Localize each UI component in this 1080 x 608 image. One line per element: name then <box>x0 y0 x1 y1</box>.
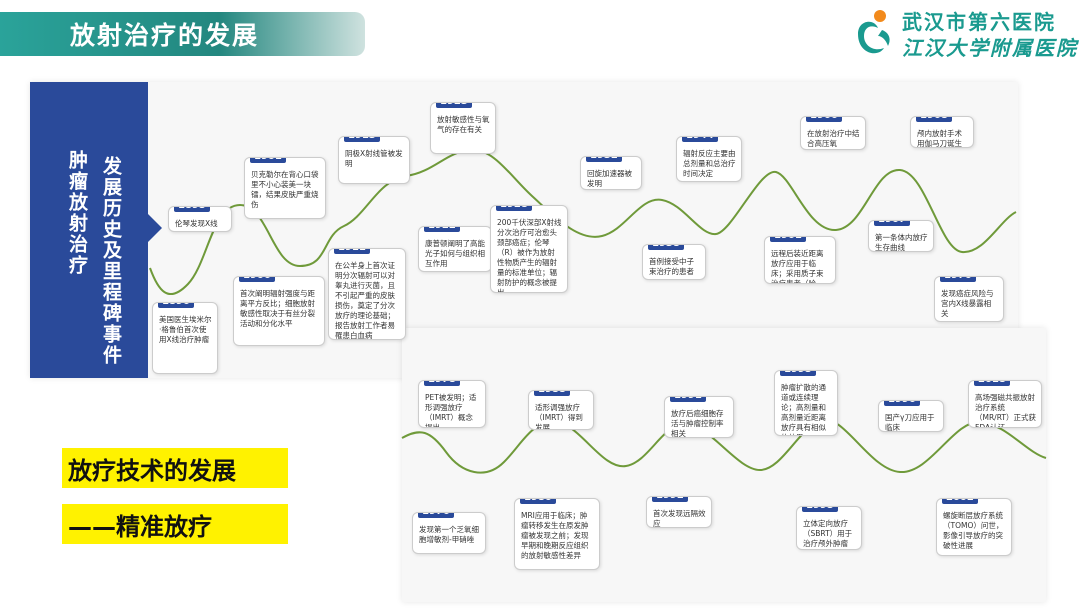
milestone-year-badge: 1961 <box>770 237 806 242</box>
milestone-card: 1978PET被发明；适形调强放疗（IMRT）概念提出 <box>418 380 486 428</box>
milestone-card: 1932 回旋加速器被发明 <box>580 156 642 190</box>
milestone-year-badge: 1913 <box>344 137 380 142</box>
side-label-radiotherapy: 肿瘤放射治疗 <box>66 150 88 276</box>
milestone-card: 1980MRI应用于临床；肿瘤转移发生在原发肿瘤被发现之前；发现早期和晚期反应组… <box>514 498 600 570</box>
milestone-text: 放射敏感性与氧气的存在有关 <box>437 115 490 134</box>
milestone-card: 1966 在放射治疗中结合高压氧 <box>800 116 866 150</box>
tech-heading: 放疗技术的发展 <box>68 457 236 485</box>
milestone-card: 1976 发现第一个乏氧细胞增敏剂-甲硝唑 <box>412 512 486 554</box>
milestone-year-badge: 1966 <box>806 117 842 122</box>
milestone-year-badge: 1991 <box>670 397 706 402</box>
slide-title: 放射治疗的发展 <box>70 21 260 50</box>
milestone-year-badge: 1901 <box>250 158 286 163</box>
milestone-text: 美国医生埃米尔·格鲁伯首次使用X线治疗肿瘤 <box>159 315 212 344</box>
side-label-bar <box>30 82 148 378</box>
milestone-year-badge: 2002 <box>942 499 978 504</box>
milestone-card: 1923 放射敏感性与氧气的存在有关 <box>430 102 496 154</box>
milestone-card: 2018 高场强磁共振放射治疗系统（MR/RT）正式获FDA认证 <box>968 380 1042 428</box>
milestone-card: 1913 阴极X射线管被发明 <box>338 136 410 184</box>
milestone-year-badge: 1978 <box>424 381 460 386</box>
milestone-year-badge: 1995 <box>780 371 816 376</box>
tech-subheading: ——精准放疗 <box>68 513 212 541</box>
milestone-year-badge: 1970 <box>940 277 976 282</box>
milestone-year-badge: 1968 <box>916 117 952 122</box>
timeline-panel-technology <box>402 328 1046 602</box>
milestone-year-badge: 1932 <box>586 157 622 162</box>
milestone-year-badge: 1938 <box>648 245 684 250</box>
milestone-text: 远程后装近距离放疗应用于临床；采用质子束治疗患者（哈弗/MGH） <box>771 249 824 284</box>
milestone-card: 1922 康普顿阐明了高能光子如何与组织相互作用 <box>418 226 492 272</box>
milestone-year-badge: 1895 <box>174 207 210 212</box>
milestone-text: PET被发明；适形调强放疗（IMRT）概念提出 <box>425 393 477 428</box>
milestone-card: 1995 立体定向放疗（SBRT）用于治疗颅外肿瘤 <box>796 506 862 550</box>
milestone-year-badge: 1996 <box>884 401 920 406</box>
milestone-text: 康普顿阐明了高能光子如何与组织相互作用 <box>425 239 485 268</box>
milestone-text: 放疗后癌细胞存活与肿瘤控制率相关 <box>671 409 724 438</box>
milestone-text: 伦琴发现X线 <box>175 219 218 228</box>
milestone-card: 1901 贝克勒尔在背心口袋里不小心装美一块镭，结果皮肤严重烧伤 <box>244 157 326 219</box>
milestone-year-badge: 1995 <box>802 507 838 512</box>
milestone-text: 国产γ刀应用于临床 <box>885 413 935 432</box>
milestone-year-badge: 1980 <box>520 499 556 504</box>
milestone-text: 第一条体内放疗生存曲线 <box>875 233 928 252</box>
milestone-card: 1896 美国医生埃米尔·格鲁伯首次使用X线治疗肿瘤 <box>152 302 218 374</box>
milestone-year-badge: 1896 <box>158 303 194 308</box>
hospital-name: 武汉市第六医院 <box>902 10 1056 34</box>
milestone-card: 1995 肿瘤扩散的通道或连续理论；高剂量和高剂量近距离放疗具有相似的效果 <box>774 370 838 436</box>
milestone-text: 在放射治疗中结合高压氧 <box>807 129 860 148</box>
milestone-text: 高场强磁共振放射治疗系统（MR/RT）正式获FDA认证 <box>975 393 1036 428</box>
milestone-card: 1996 国产γ刀应用于临床 <box>878 400 944 432</box>
milestone-card: 2002 螺旋断层放疗系统（TOMO）问世，影像引导放疗的突破性进展 <box>936 498 1012 556</box>
milestone-text: 首次阐明辐射强度与距离平方反比；细胞放射敏感性取决于有丝分裂活动和分化水平 <box>240 289 315 328</box>
milestone-text: 回旋加速器被发明 <box>587 169 632 188</box>
milestone-card: 1988 适形调强放疗（IMRT）得到发展 <box>528 390 594 430</box>
milestone-year-badge: 1906 <box>239 277 275 282</box>
milestone-text: 立体定向放疗（SBRT）用于治疗颅外肿瘤 <box>803 519 853 548</box>
milestone-card: 1895 伦琴发现X线 <box>168 206 232 232</box>
milestone-year-badge: 1992 <box>652 497 688 502</box>
milestone-text: 适形调强放疗（IMRT）得到发展 <box>535 403 583 430</box>
milestone-card: 1991 放疗后癌细胞存活与肿瘤控制率相关 <box>664 396 734 438</box>
milestone-text: 肿瘤扩散的通道或连续理论；高剂量和高剂量近距离放疗具有相似的效果 <box>781 383 826 435</box>
milestone-text: 贝克勒尔在背心口袋里不小心装美一块镭，结果皮肤严重烧伤 <box>251 170 319 209</box>
milestone-text: 阴极X射线管被发明 <box>345 149 403 168</box>
milestone-text: 首例接受中子束治疗的患者 <box>649 257 694 276</box>
milestone-card: 1906 首次阐明辐射强度与距离平方反比；细胞放射敏感性取决于有丝分裂活动和分化水… <box>233 276 325 346</box>
milestone-text: 首次发现远隔效应 <box>653 509 706 528</box>
milestone-card: 1911 在公羊身上首次证明分次辐射可以对睾丸进行灭菌，且不引起严重的皮肤损伤，奠… <box>328 248 406 340</box>
milestone-year-badge: 2018 <box>974 381 1010 386</box>
wave-line-history <box>149 148 1017 296</box>
milestone-text: 发现癌症风险与宫内X线暴露相关 <box>941 289 994 318</box>
milestone-year-badge: 1923 <box>436 103 472 108</box>
side-label-milestones: 发展历史及里程碑事件 <box>100 156 122 366</box>
side-arrow-icon <box>148 214 162 242</box>
milestone-text: 螺旋断层放疗系统（TOMO）问世，影像引导放疗的突破性进展 <box>943 511 1004 550</box>
milestone-year-badge: 1967 <box>874 221 910 226</box>
milestone-text: 在公羊身上首次证明分次辐射可以对睾丸进行灭菌，且不引起严重的皮肤损伤，奠定了分次… <box>335 261 395 340</box>
milestone-card: 1928 200千伏深部X射线分次治疗可治愈头颈部癌症；伦琴（R）被作为放射性物质… <box>490 205 568 293</box>
hospital-logo-icon <box>858 10 890 54</box>
highlight-box <box>62 504 288 544</box>
milestone-card: 1970 发现癌症风险与宫内X线暴露相关 <box>934 276 1004 322</box>
milestone-year-badge: 1928 <box>496 206 532 211</box>
milestone-year-badge: 1944 <box>682 137 718 142</box>
milestone-text: 发现第一个乏氧细胞增敏剂-甲硝唑 <box>419 525 479 544</box>
highlight-box <box>62 448 288 488</box>
milestone-card: 1961 远程后装近距离放疗应用于临床；采用质子束治疗患者（哈弗/MGH） <box>764 236 836 284</box>
milestone-text: 颅内放射手术用伽马刀诞生 <box>917 129 962 148</box>
hospital-affiliation: 江汉大学附属医院 <box>902 36 1078 60</box>
milestone-card: 1944 辐射反应主要由总剂量和总治疗时间决定 <box>676 136 742 182</box>
milestone-card: 1992 首次发现远隔效应 <box>646 496 712 528</box>
milestone-text: 辐射反应主要由总剂量和总治疗时间决定 <box>683 149 736 178</box>
milestone-card: 1967 第一条体内放疗生存曲线 <box>868 220 934 252</box>
milestone-year-badge: 1976 <box>418 513 454 518</box>
milestone-text: 200千伏深部X射线分次治疗可治愈头颈部癌症；伦琴（R）被作为放射性物质产生的辐… <box>497 218 562 293</box>
milestone-year-badge: 1922 <box>424 227 460 232</box>
title-banner <box>0 12 365 56</box>
milestone-year-badge: 1911 <box>334 249 370 254</box>
milestone-card: 1968 颅内放射手术用伽马刀诞生 <box>910 116 974 148</box>
milestone-card: 1938 首例接受中子束治疗的患者 <box>642 244 706 280</box>
milestone-year-badge: 1988 <box>534 391 570 396</box>
milestone-text: MRI应用于临床；肿瘤转移发生在原发肿瘤被发现之前；发现早期和晚期反应组织的放射… <box>521 511 589 560</box>
